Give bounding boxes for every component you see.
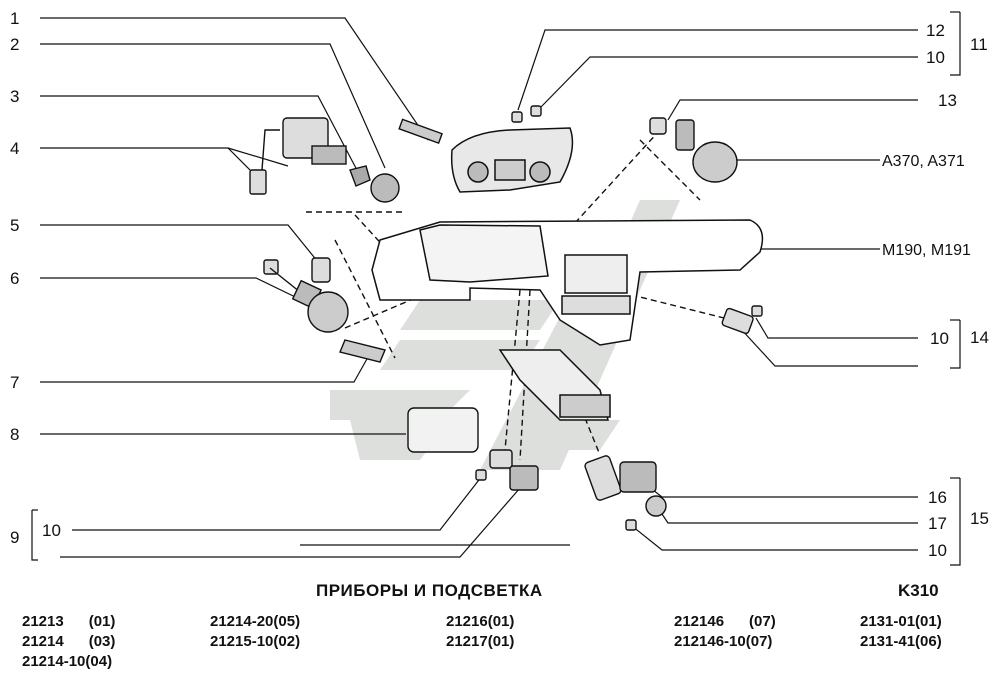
model-column-3: 21216(01) 21217(01): [446, 612, 514, 652]
model-entry: 212146 (07): [674, 613, 776, 630]
diagram-title: ПРИБОРЫ И ПОДСВЕТКА: [316, 581, 543, 600]
callout-10-bottom: 10: [928, 541, 947, 560]
model-entry: 212146-10(07): [674, 633, 773, 650]
callout-17: 17: [928, 514, 947, 533]
callout-7: 7: [10, 373, 19, 392]
dashboard-panel: [371, 219, 764, 421]
callout-11: 11: [970, 35, 988, 54]
callout-1: 1: [10, 9, 19, 28]
instrument-cluster: [450, 127, 574, 193]
callout-13: 13: [938, 91, 957, 110]
model-column-4: 212146 (07) 212146-10(07): [674, 612, 776, 652]
leader-lines: [31, 11, 961, 566]
model-entry: 2131-01(01): [860, 613, 942, 630]
callout-10-mid: 10: [930, 329, 949, 348]
model-column-5: 2131-01(01) 2131-41(06): [860, 612, 942, 652]
callout-2: 2: [10, 35, 19, 54]
model-entry: 21214 (03): [22, 633, 116, 650]
callout-12: 12: [926, 21, 945, 40]
callout-9: 9: [10, 528, 19, 547]
lower-parts: [407, 407, 667, 531]
rheostat-parts: [263, 257, 386, 363]
model-entry: 21217(01): [446, 633, 515, 650]
model-entry: 2131-41(06): [860, 633, 942, 650]
callout-5: 5: [10, 216, 19, 235]
model-column-2: 21214-20(05) 21215-10(02): [210, 612, 300, 652]
callout-6: 6: [10, 269, 19, 288]
model-list: 21213 (01) 21214 (03) 21214-10(04) 21214…: [0, 612, 1000, 678]
lamp-parts: [649, 117, 738, 183]
callout-4: 4: [10, 139, 19, 158]
model-column-1: 21213 (01) 21214 (03) 21214-10(04): [22, 612, 115, 672]
callout-8: 8: [10, 425, 19, 444]
model-entry: 21214-20(05): [210, 613, 301, 630]
callout-14: 14: [970, 328, 989, 347]
callout-labels: 1 2 3 4 5 6 7 8 9 10 12 11 10 13 14 10 1…: [10, 9, 989, 560]
callout-16: 16: [928, 488, 947, 507]
label-a370: A370, A371: [882, 153, 965, 170]
model-entry: 21213 (01): [22, 613, 116, 630]
model-entry: 21215-10(02): [210, 633, 301, 650]
callout-10-top: 10: [926, 48, 945, 67]
diagram-code: K310: [898, 581, 939, 600]
switch-right: [721, 305, 763, 335]
callout-3: 3: [10, 87, 19, 106]
model-entry: 21216(01): [446, 613, 515, 630]
callout-15: 15: [970, 509, 989, 528]
model-entry: 21214-10(04): [22, 653, 113, 670]
label-m190: M190, M191: [882, 242, 971, 259]
switch-parts: [249, 105, 542, 203]
callout-10-left: 10: [42, 521, 61, 540]
